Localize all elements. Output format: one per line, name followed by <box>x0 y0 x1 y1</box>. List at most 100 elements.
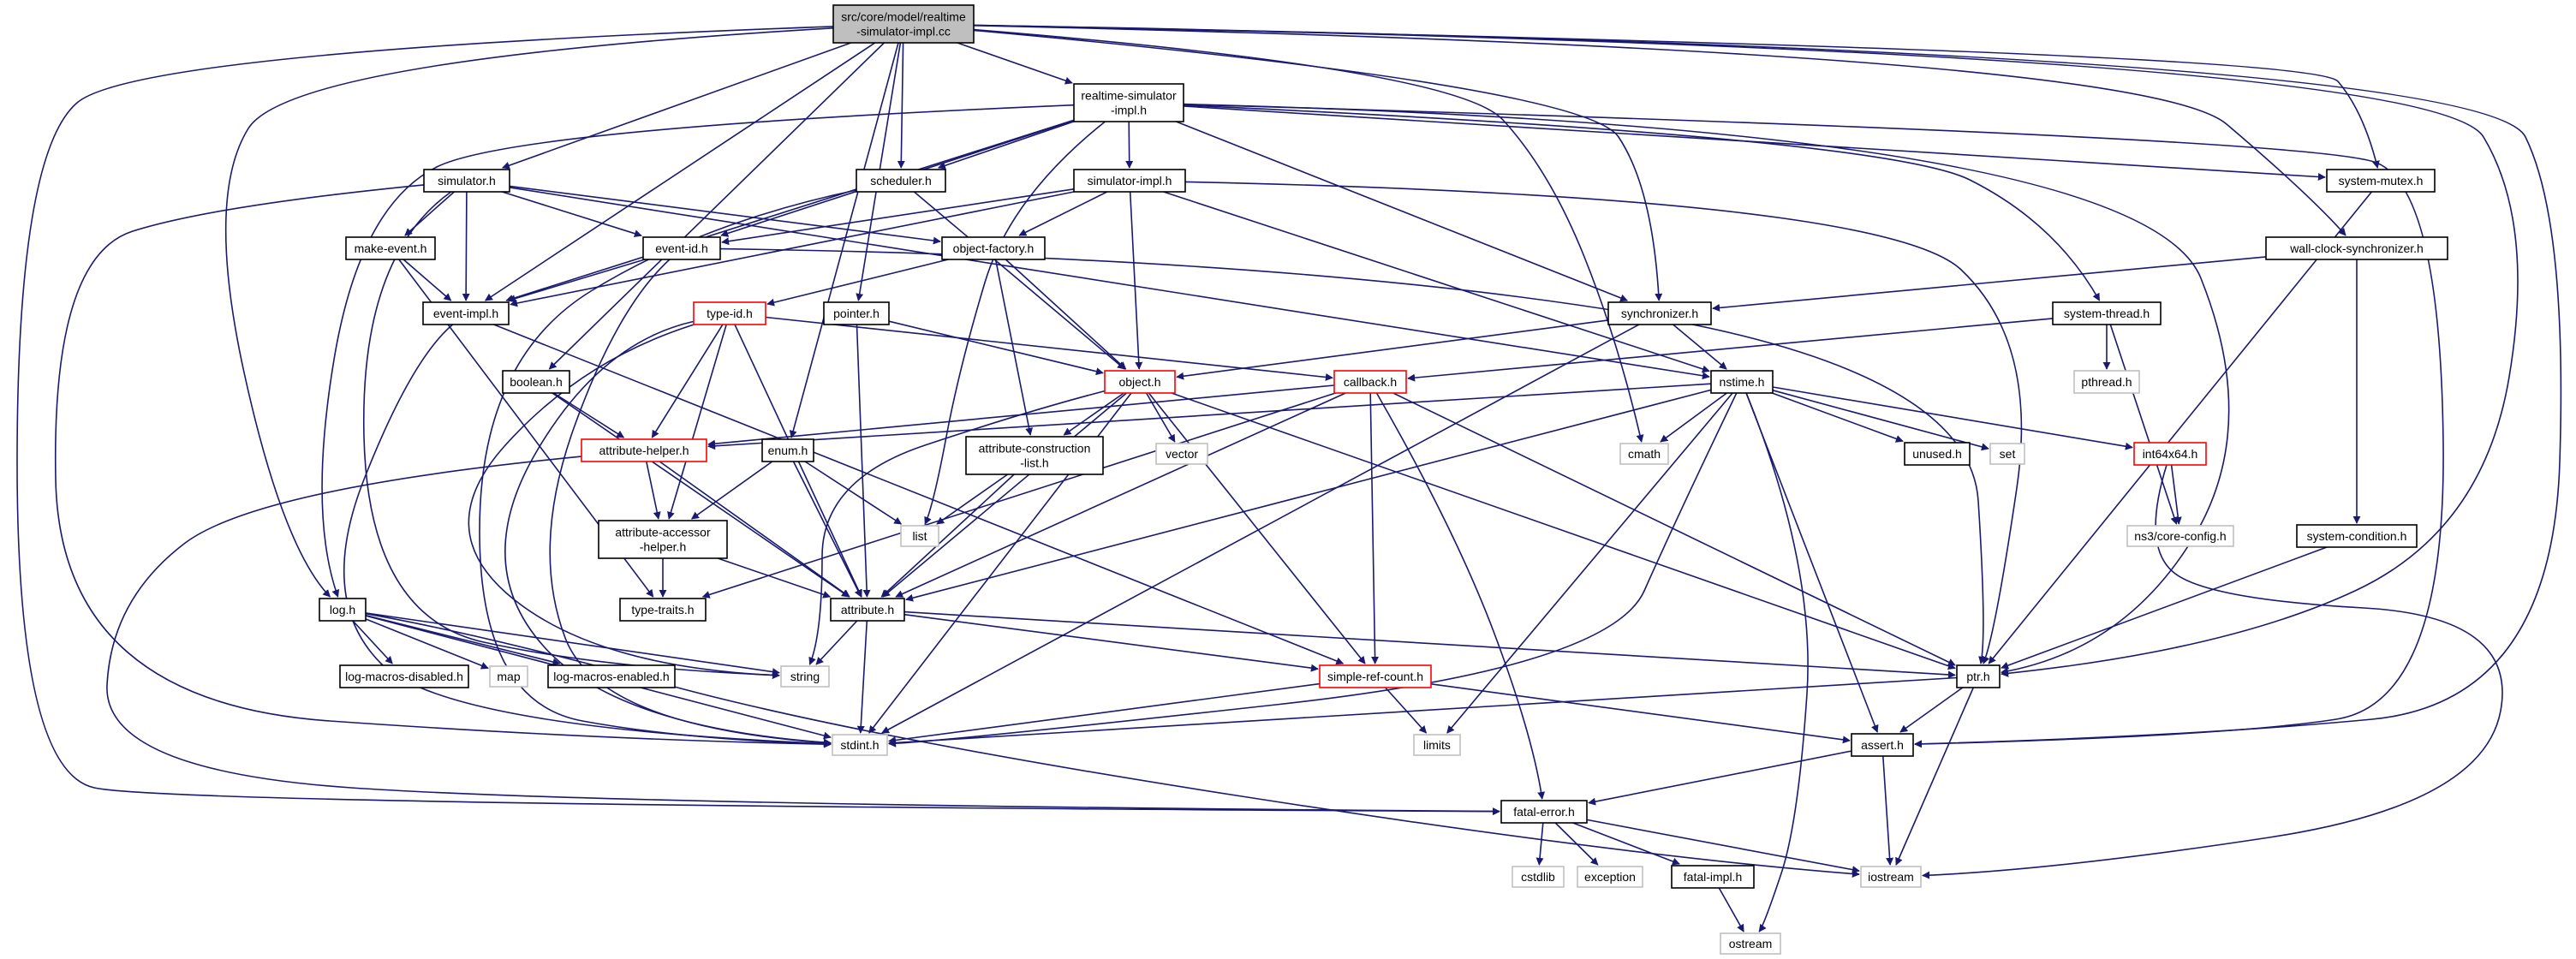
node-object-factory[interactable]: object-factory.h <box>941 236 1046 260</box>
edge-int64x64-to-ns3_core_config <box>2170 464 2182 525</box>
node-enum[interactable]: enum.h <box>761 438 814 462</box>
node-scheduler[interactable]: scheduler.h <box>856 169 946 193</box>
edge-simple_ref_count-to-stdint <box>888 682 1321 744</box>
edge-callback-to-ptr <box>1392 392 1956 666</box>
node-system-mutex[interactable]: system-mutex.h <box>2326 169 2436 193</box>
node-fatal-impl[interactable]: fatal-impl.h <box>1671 865 1755 889</box>
node-label: int64x64.h <box>2143 447 2198 461</box>
node-type-traits[interactable]: type-traits.h <box>619 598 707 622</box>
edge-object-to-vector <box>1145 392 1176 443</box>
node-box <box>1720 932 1781 955</box>
edge-fatal_impl-to-ostream <box>1718 887 1744 932</box>
edge-nstime-to-limits <box>1446 392 1733 734</box>
node-system-thread[interactable]: system-thread.h <box>2052 301 2162 325</box>
node-wall-clock[interactable]: wall-clock-synchronizer.h <box>2265 236 2448 260</box>
edge-log-to-log_macros_disabled <box>352 620 393 664</box>
node-label: simulator.h <box>438 174 496 188</box>
node-synchronizer[interactable]: synchronizer.h <box>1607 301 1712 325</box>
node-event-id[interactable]: event-id.h <box>642 236 721 260</box>
edge-system_thread-to-callback <box>1407 318 2054 382</box>
node-exception[interactable]: exception <box>1577 866 1643 888</box>
node-log-macros-enabled[interactable]: log-macros-enabled.h <box>547 664 676 688</box>
node-make-event[interactable]: make-event.h <box>345 236 436 260</box>
node-box <box>1607 301 1712 325</box>
node-set[interactable]: set <box>1989 443 2025 465</box>
node-string[interactable]: string <box>780 665 830 688</box>
node-callback[interactable]: callback.h <box>1333 370 1407 394</box>
node-simulator[interactable]: simulator.h <box>423 169 510 193</box>
node-attribute-helper[interactable]: attribute-helper.h <box>581 438 707 462</box>
edge-attribute_construction-to-attribute <box>880 474 1015 598</box>
node-ns3-core-config[interactable]: ns3/core-config.h <box>2126 525 2234 547</box>
node-box <box>965 436 1104 475</box>
node-attribute-construction[interactable]: attribute-construction-list.h <box>965 436 1104 475</box>
node-label: pointer.h <box>833 307 880 320</box>
node-label: nstime.h <box>1720 375 1765 389</box>
node-simulator-impl[interactable]: simulator-impl.h <box>1073 169 1186 193</box>
node-simple-ref-count[interactable]: simple-ref-count.h <box>1319 664 1432 688</box>
node-box <box>941 236 1046 260</box>
node-stdint[interactable]: stdint.h <box>832 734 888 756</box>
edge-root-to-log <box>224 27 834 598</box>
node-box <box>2133 442 2207 466</box>
edge-fatal_error-to-iostream <box>1586 819 1860 874</box>
node-label: attribute-accessor <box>615 526 711 539</box>
node-box <box>1073 169 1186 193</box>
edge-realtime_simulator_impl-to-ptr <box>1183 103 2230 676</box>
node-assert[interactable]: assert.h <box>1851 733 1914 757</box>
node-vector[interactable]: vector <box>1155 443 1208 465</box>
edge-attribute_construction-to-list <box>936 474 1009 525</box>
edge-simulator_impl-to-ptr <box>1184 181 2023 664</box>
node-event-impl[interactable]: event-impl.h <box>422 301 510 325</box>
node-cstdlib[interactable]: cstdlib <box>1512 866 1565 888</box>
node-attribute[interactable]: attribute.h <box>830 598 905 622</box>
node-label: object.h <box>1118 375 1160 389</box>
node-boolean[interactable]: boolean.h <box>502 370 570 394</box>
node-label: fatal-error.h <box>1513 805 1575 819</box>
node-unused[interactable]: unused.h <box>1904 442 1971 466</box>
node-object[interactable]: object.h <box>1104 370 1176 394</box>
edge-simulator-to-make_event <box>404 191 455 236</box>
node-type-id[interactable]: type-id.h <box>693 301 766 325</box>
node-label: system-mutex.h <box>2339 174 2424 188</box>
node-box <box>423 169 510 193</box>
node-cmath[interactable]: cmath <box>1619 443 1669 465</box>
edge-assert-to-iostream <box>1882 755 1894 866</box>
edge-enum-to-attribute <box>792 461 862 598</box>
node-label: stdint.h <box>840 738 879 752</box>
node-label: string <box>790 670 820 683</box>
node-label: enum.h <box>768 444 808 457</box>
node-int64x64[interactable]: int64x64.h <box>2133 442 2207 466</box>
node-pthread[interactable]: pthread.h <box>2073 370 2140 394</box>
edge-object-to-attribute <box>882 392 1128 598</box>
node-iostream[interactable]: iostream <box>1860 866 1922 888</box>
edge-pointer-to-object <box>888 320 1104 376</box>
node-ostream[interactable]: ostream <box>1720 932 1781 955</box>
node-pointer[interactable]: pointer.h <box>823 301 890 325</box>
node-label: iostream <box>1868 870 1914 884</box>
node-nstime[interactable]: nstime.h <box>1710 370 1774 394</box>
node-ptr[interactable]: ptr.h <box>1956 664 2001 688</box>
node-map[interactable]: map <box>489 665 528 688</box>
edge-scheduler-to-object <box>913 191 1125 370</box>
node-box <box>1512 866 1565 888</box>
node-box <box>780 665 830 688</box>
node-attribute-accessor[interactable]: attribute-accessor-helper.h <box>598 520 728 559</box>
edge-fatal_error-to-cstdlib <box>1535 822 1544 866</box>
node-root[interactable]: src/core/model/realtime-simulator-impl.c… <box>832 4 975 44</box>
edge-synchronizer-to-stdint <box>881 324 1640 734</box>
node-label: simulator-impl.h <box>1088 174 1172 188</box>
node-label: object-factory.h <box>953 241 1035 255</box>
node-list[interactable]: list <box>900 525 939 547</box>
edge-object-to-ptr <box>1171 392 1956 670</box>
node-limits[interactable]: limits <box>1413 734 1461 756</box>
node-realtime-simulator-impl[interactable]: realtime-simulator-impl.h <box>1073 83 1184 122</box>
node-box <box>489 665 528 688</box>
node-system-condition[interactable]: system-condition.h <box>2296 524 2418 548</box>
node-log-macros-disabled[interactable]: log-macros-disabled.h <box>339 664 469 688</box>
node-box <box>619 598 707 622</box>
node-log[interactable]: log.h <box>319 598 367 622</box>
node-fatal-error[interactable]: fatal-error.h <box>1500 800 1588 824</box>
edge-ptr-to-assert <box>1899 687 1964 733</box>
